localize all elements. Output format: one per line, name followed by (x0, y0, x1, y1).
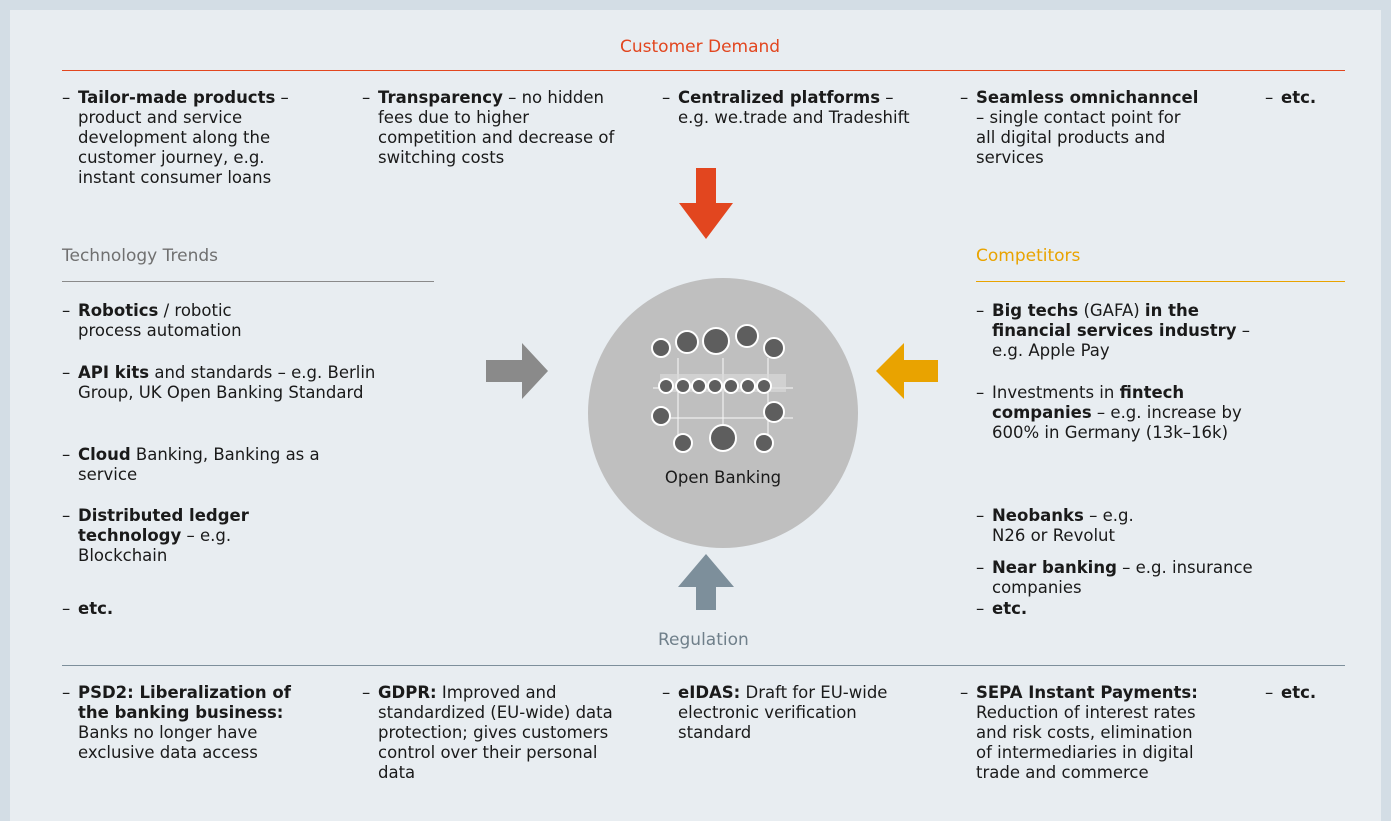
regulation-title: Regulation (658, 630, 749, 650)
demand-item-transparency: –Transparency – no hidden fees due to hi… (362, 88, 615, 167)
regulation-item-sepa: –SEPA Instant Payments: Reduction of int… (960, 683, 1198, 782)
demand-item-tailor-made: –Tailor-made products – product and serv… (62, 88, 289, 187)
competitor-item-neobanks: –Neobanks – e.g. N26 or Revolut (976, 506, 1134, 545)
regulation-item-etc: –etc. (1265, 683, 1317, 702)
diagram-canvas: Customer Demand –Tailor-made products – … (10, 10, 1381, 821)
competitors-arrow (876, 343, 938, 399)
demand-item-omnichannel: –Seamless omnichanncel – single contact … (960, 88, 1199, 167)
competitor-item-near-banking: –Near banking – e.g. insurance companies (976, 558, 1253, 597)
regulation-item-psd2: –PSD2: Liberalization of the banking bus… (62, 683, 291, 762)
demand-arrow (679, 168, 733, 239)
technology-arrow (486, 343, 548, 399)
tech-item-cloud: –Cloud Banking, Banking as a service (62, 445, 320, 484)
competitors-rule (976, 281, 1345, 282)
regulation-arrow (678, 554, 734, 610)
demand-item-centralized-platforms: –Centralized platforms – e.g. we.trade a… (662, 88, 910, 127)
tech-item-api-kits: –API kits and standards – e.g. Berlin Gr… (62, 363, 376, 402)
open-banking-circle: Open Banking (588, 278, 858, 548)
competitor-item-etc: –etc. (976, 599, 1028, 618)
demand-item-etc: –etc. (1265, 88, 1317, 107)
arrows-layer (486, 168, 938, 610)
competitors-title: Competitors (976, 246, 1081, 266)
tech-item-distributed-ledger: –Distributed ledger technology – e.g. Bl… (62, 506, 249, 565)
technology-trends-rule (62, 281, 434, 282)
open-banking-label: Open Banking (664, 468, 782, 487)
technology-trends-title: Technology Trends (62, 246, 219, 266)
tech-item-robotics: –Robotics / robotic process automation (62, 301, 242, 340)
regulation-item-eidas: –eIDAS: Draft for EU-wide electronic ver… (662, 683, 888, 742)
competitor-item-big-techs: –Big techs (GAFA) in the financial servi… (976, 301, 1250, 360)
competitor-item-fintech: –Investments in fintech companies – e.g.… (976, 383, 1242, 442)
regulation-rule (62, 665, 1345, 666)
regulation-item-gdpr: –GDPR: Improved and standardized (EU-wid… (362, 683, 613, 782)
banking-network-icon (651, 324, 793, 453)
customer-demand-title: Customer Demand (620, 37, 781, 57)
customer-demand-rule (62, 70, 1345, 71)
tech-item-etc: –etc. (62, 599, 114, 618)
